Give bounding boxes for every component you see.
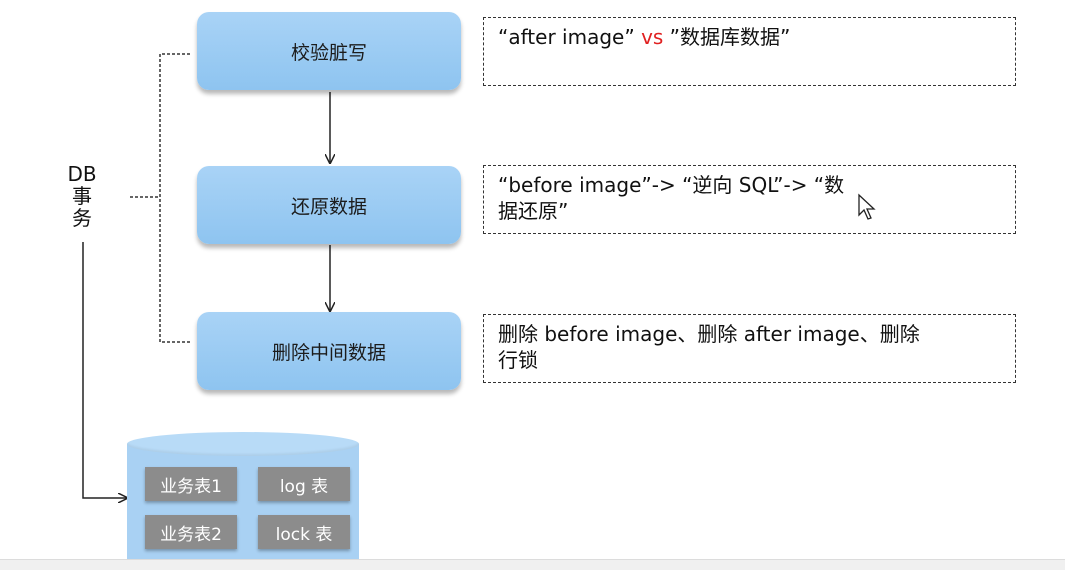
mouse-cursor-icon	[858, 193, 876, 220]
step-label: 还原数据	[290, 195, 367, 218]
step-delete-intermediate-data: 删除中间数据	[197, 312, 461, 390]
table-tile-lock: lock 表	[258, 515, 350, 549]
note-restore-data: “before image”-> “逆向 SQL”-> “数 据还原”	[483, 165, 1016, 234]
note-check-dirty-write: “after image” vs ”数据库数据”	[483, 17, 1016, 86]
note-delete-data: 删除 before image、删除 after image、删除 行锁	[483, 314, 1016, 383]
note-line: 据还原”	[498, 199, 569, 223]
db-label-line2: 事	[72, 184, 92, 208]
note-text-after-image: “after image”	[498, 25, 635, 49]
db-label-line1: DB	[67, 162, 97, 186]
database-cylinder-top	[127, 432, 359, 456]
table-tile-business1: 业务表1	[145, 467, 237, 501]
step-restore-data: 还原数据	[197, 166, 461, 244]
db-label-line3: 务	[72, 206, 92, 230]
table-tile-log: log 表	[258, 467, 350, 501]
table-tile-business2: 业务表2	[145, 515, 237, 549]
bottom-scroll-bar	[0, 559, 1065, 570]
table-tile-label: 业务表1	[160, 476, 222, 497]
note-text-db-data: ”数据库数据”	[663, 25, 791, 49]
dashed-bracket	[159, 53, 190, 343]
note-line: 行锁	[498, 348, 538, 372]
step-label: 校验脏写	[290, 41, 367, 64]
step-label: 删除中间数据	[271, 341, 386, 364]
table-tile-label: 业务表2	[160, 524, 222, 545]
table-tile-label: log 表	[279, 476, 329, 497]
table-tile-label: lock 表	[275, 524, 333, 545]
arrow-db-to-database	[82, 242, 127, 498]
note-text-vs: vs	[641, 25, 664, 49]
step-check-dirty-write: 校验脏写	[197, 12, 461, 90]
db-transaction-label: DB 事 务	[62, 163, 102, 229]
note-line: 删除 before image、删除 after image、删除	[498, 322, 920, 346]
note-line: “before image”-> “逆向 SQL”-> “数	[498, 173, 845, 197]
